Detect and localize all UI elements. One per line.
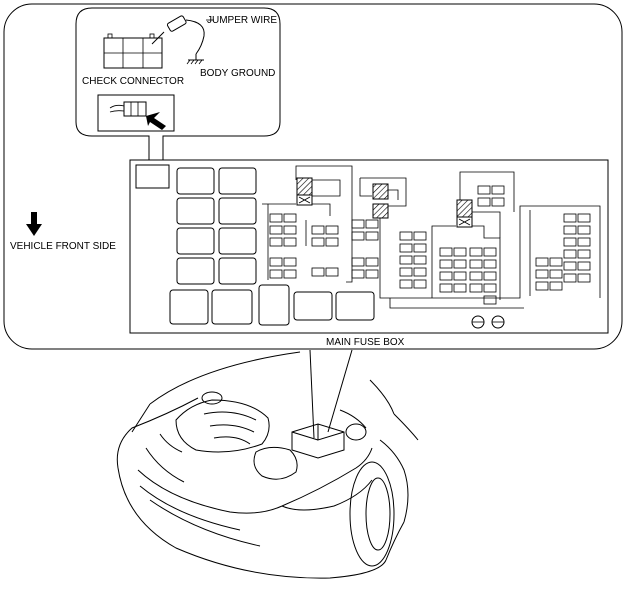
jumper-wire-label: JUMPER WIRE: [207, 15, 277, 26]
main-fuse-box-panel: [129, 159, 609, 334]
body-ground-label: BODY GROUND: [200, 68, 275, 79]
arrow-down-icon: [26, 212, 42, 236]
connector-inset: [97, 94, 175, 132]
main-fuse-box-label: MAIN FUSE BOX: [326, 337, 405, 348]
check-connector-label: CHECK CONNECTOR: [82, 76, 184, 87]
vehicle-front-side-label: VEHICLE FRONT SIDE: [10, 241, 116, 252]
vehicle-illustration: [116, 351, 419, 579]
check-connector: [103, 33, 163, 69]
arrow-up-left-icon: [146, 112, 166, 130]
outer-frame: [3, 3, 623, 350]
ground-icon: [186, 54, 204, 65]
jumper-wire: [151, 15, 214, 55]
leader-lines: [309, 349, 353, 439]
